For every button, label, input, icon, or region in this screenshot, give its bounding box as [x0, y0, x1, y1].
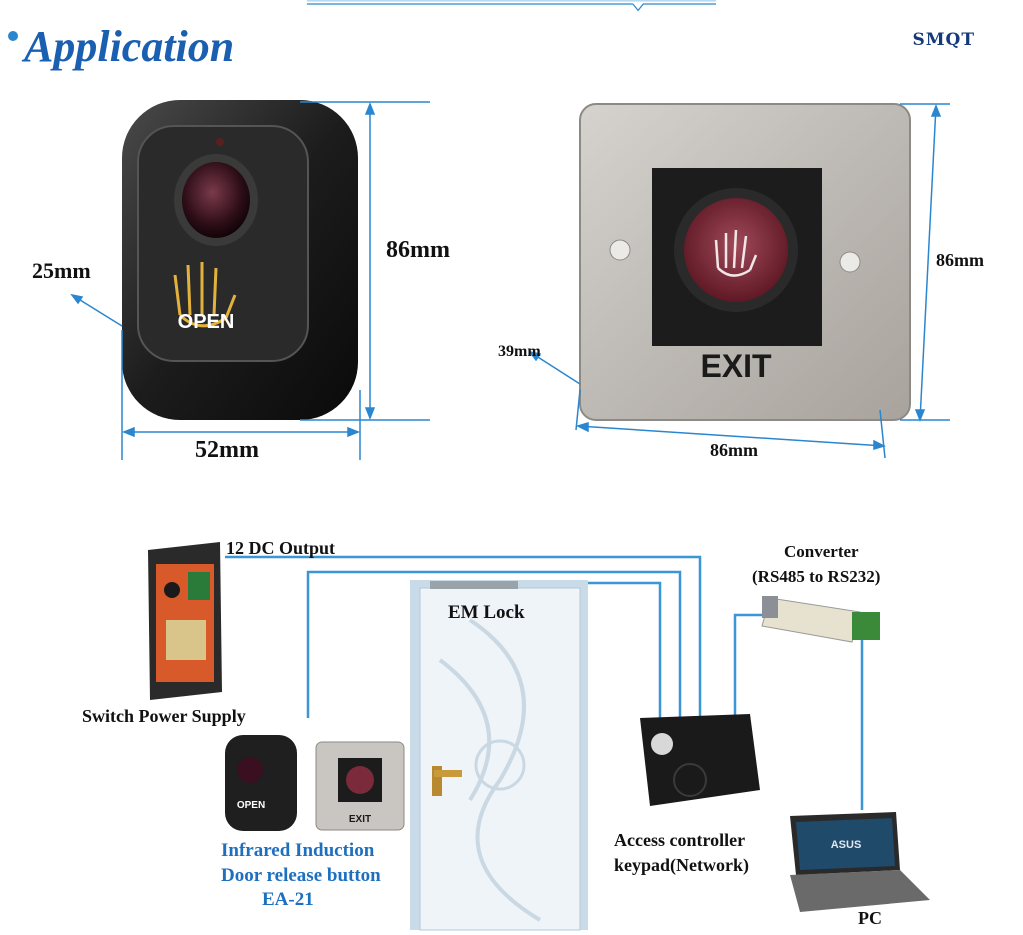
- power-supply-label: Switch Power Supply: [82, 706, 246, 726]
- pc-wire: [850, 633, 864, 810]
- small-open-label: OPEN: [237, 800, 265, 811]
- exit-width-dimension: 86mm: [710, 440, 758, 460]
- laptop-image: [790, 812, 930, 912]
- converter-wire: [733, 613, 770, 718]
- converter-type-label: (RS485 to RS232): [752, 567, 881, 586]
- em-lock-label: EM Lock: [448, 602, 525, 623]
- open-depth-dimension: 25mm: [32, 258, 91, 283]
- page-title: Application: [8, 24, 308, 74]
- open-button-label: OPEN: [178, 311, 235, 333]
- small-exit-label: EXIT: [349, 814, 371, 825]
- controller-label-line1: Access controller: [614, 830, 746, 850]
- open-button-product-image: OPEN: [70, 100, 430, 460]
- pc-label: PC: [858, 908, 882, 928]
- laptop-brand-label: ASUS: [831, 839, 862, 851]
- dc-output-label: 12 DC Output: [226, 538, 336, 558]
- open-height-dimension: 86mm: [386, 237, 450, 263]
- power-supply-image: [148, 542, 222, 700]
- small-exit-button-image: [315, 741, 405, 831]
- controller-label-line2: keypad(Network): [614, 855, 749, 875]
- converter-image: [761, 596, 880, 643]
- brand-logo: SMQT: [912, 30, 975, 50]
- dc-output-wire: [225, 555, 702, 718]
- exit-height-dimension: 86mm: [936, 250, 984, 270]
- exit-depth-dimension: 39mm: [498, 343, 541, 360]
- button-label-line1: Infrared Induction: [221, 840, 375, 861]
- door-image: [410, 580, 588, 931]
- button-label-line2: Door release button: [221, 865, 381, 886]
- header-band: [306, 0, 717, 12]
- title-text: Application: [24, 22, 235, 71]
- exit-button-label: EXIT: [700, 348, 772, 384]
- open-width-dimension: 52mm: [195, 437, 259, 463]
- button-wire: [306, 570, 682, 718]
- converter-label: Converter: [784, 542, 859, 561]
- access-controller-image: [640, 714, 760, 806]
- wiring-diagram: OPEN EXIT ASUS: [148, 542, 930, 931]
- button-model-label: EA-21: [262, 889, 314, 910]
- title-bullet-icon: [8, 31, 18, 41]
- exit-button-product-image: EXIT: [528, 103, 950, 459]
- small-open-button-image: [225, 735, 297, 831]
